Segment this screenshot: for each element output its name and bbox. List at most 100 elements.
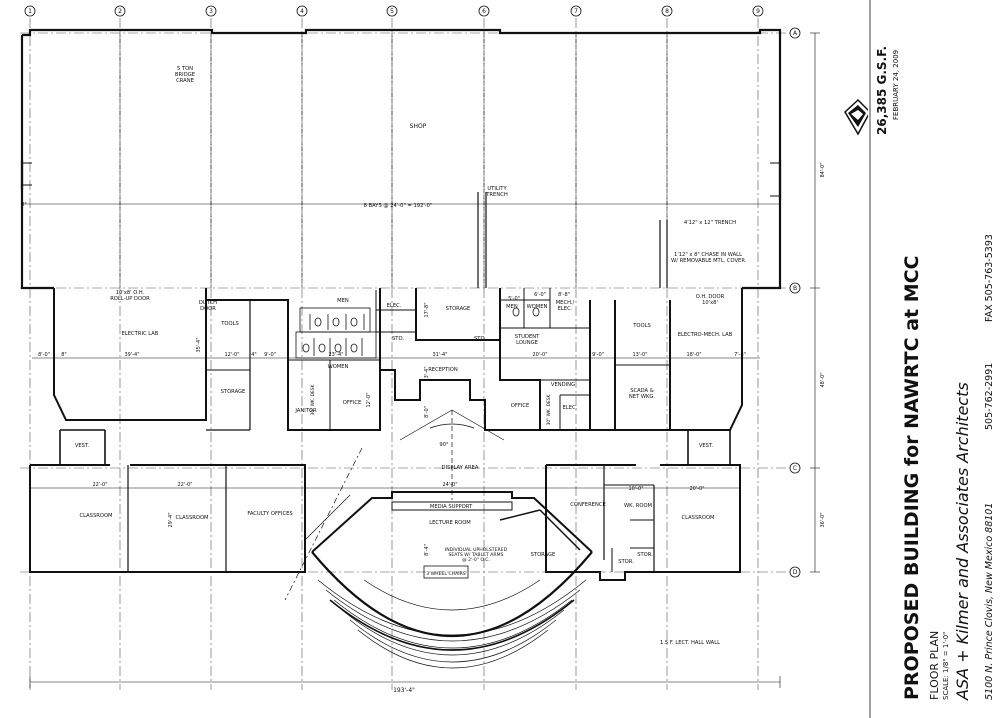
room-student-lounge: STUDENT [515, 334, 540, 340]
sheet-title: FLOOR PLAN [928, 631, 941, 700]
room-men-left: MEN [337, 298, 349, 304]
utility-trench-label: TRENCH [485, 192, 508, 198]
row-bubbles: A B C D [789, 27, 801, 578]
dim: 7'-8" [734, 352, 746, 358]
room-tools-right: TOOLS [632, 323, 651, 329]
shop-walls [20, 28, 782, 290]
room-storage-center: STORAGE [446, 306, 471, 312]
room-electro-mech-lab: ELECTRO-MECH. LAB [678, 332, 733, 338]
room-display-area: DISPLAY AREA [442, 465, 479, 471]
firm-address: 5100 N. Prince Clovis, New Mexico 88101 [984, 503, 995, 700]
room-scada: NET WKG. [629, 394, 656, 400]
grid-row-label: D [793, 569, 798, 576]
room-vest-left: VEST. [75, 443, 90, 449]
dim: 10'-0" [628, 486, 643, 492]
room-stor-2: STOR. [618, 559, 634, 565]
room-sto-left: STO. [392, 336, 404, 342]
seating-note: SEATS W/ TABLET ARMS [448, 552, 503, 558]
room-elec-left: ELEC. [387, 303, 402, 309]
firm-phone: 505-762-2991 [984, 363, 995, 430]
seating-note: @ 2'-0" O.C. [462, 557, 490, 563]
grid-col-label: 6 [482, 8, 486, 15]
dim: 31'-4" [432, 352, 447, 358]
display-area-guides [284, 409, 505, 601]
chase-note: W/ REMOVABLE MTL. COVER [671, 258, 745, 264]
room-classroom-2: CLASSROOM [175, 515, 208, 521]
grid-col-label: 1 [28, 8, 32, 15]
gsf-label: 26,385 G.S.F. [875, 46, 889, 135]
room-sto-center: STO. [474, 336, 486, 342]
firm-fax: FAX 505-763-5393 [984, 234, 995, 322]
middle-block-walls [53, 288, 743, 431]
floor-plan-drawing: 1 2 3 4 5 6 7 8 9 A B C D [20, 5, 868, 694]
dim: 5'-0" [508, 296, 520, 302]
project-title: PROPOSED BUILDING for NAWRTC at MCC [901, 256, 923, 701]
dim: 8'-0" [38, 352, 50, 358]
dim: 13'-0" [632, 352, 647, 358]
dutch-door-note: DOOR [200, 306, 216, 312]
dim: 20'-0" [532, 352, 547, 358]
dim-vertical: 8'-0" [424, 406, 430, 418]
lecture-hall-wall-note: 1.5 F. LECT. HALL WALL [660, 640, 720, 646]
room-faculty-offices: FACULTY OFFICES [247, 511, 292, 517]
dim: 22'-0" [92, 482, 107, 488]
room-lecture-room: LECTURE ROOM [429, 520, 471, 526]
bays-dimension: 8 BAYS @ 24'-0" = 192'-0" [364, 203, 433, 209]
room-storage-left: STORAGE [221, 389, 246, 395]
shop-bay-lines [22, 33, 780, 288]
wk-desk-right: 30" WK. DESK [546, 394, 552, 425]
dim: 8" [21, 202, 26, 208]
grid-row-label: A [793, 30, 798, 37]
dim: 6'-0" [534, 292, 546, 298]
dim-vertical: 48'-0" [820, 372, 826, 387]
trench-note: 4'12" x 12" TRENCH [684, 220, 736, 226]
room-scada: SCADA & [630, 388, 654, 394]
room-conference: CONFERENCE [570, 502, 606, 508]
north-arrow-icon [844, 98, 868, 136]
room-men-right: MEN [506, 304, 518, 310]
dim: 20'-0" [689, 486, 704, 492]
restroom-fixtures-left [295, 307, 540, 359]
room-media-support: MEDIA SUPPORT [430, 504, 473, 510]
date-label: FEBRUARY 24, 2009 [892, 50, 900, 120]
crane-label: BRIDGE [175, 72, 195, 78]
utility-trench-label: UTILITY [487, 186, 507, 192]
firm-name: ASA + Kilmer and Associates Architects [953, 382, 972, 701]
dim: 18'-0" [686, 352, 701, 358]
grid-col-label: 4 [300, 8, 304, 15]
dim: 23'-4" [328, 352, 343, 358]
grid-col-label: 9 [756, 8, 760, 15]
room-office-right: OFFICE [511, 403, 529, 409]
grid-col-label: 5 [390, 8, 394, 15]
wheel-chairs-note: 3 WHEEL CHAIRS [426, 571, 466, 577]
room-stor-1: STOR. [637, 552, 653, 558]
dim: 12'-0" [224, 352, 239, 358]
dim-vertical: 12'-0" [366, 392, 372, 407]
dim: 9'-0" [592, 352, 604, 358]
dim-vertical: 36'-0" [820, 512, 826, 527]
room-janitor: JANITOR [294, 408, 317, 414]
room-student-lounge: LOUNGE [516, 340, 538, 346]
dim-vertical: 17'-8" [424, 302, 430, 317]
display-angle: 90° [439, 442, 449, 448]
crane-label: 5 TON [177, 66, 193, 72]
dim: 8'-8" [558, 292, 570, 298]
dim-vertical: 13'-4" [424, 366, 430, 381]
dim: 39'-4" [124, 352, 139, 358]
room-wk-room: WK. ROOM [624, 503, 652, 509]
title-block: 26,385 G.S.F. FEBRUARY 24, 2009 PROPOSED… [869, 0, 995, 718]
dim-vertical: 29'-4" [168, 512, 174, 527]
dim-vertical: 8'-4" [424, 544, 430, 556]
room-women-right: WOMEN [527, 304, 548, 310]
grid-col-label: 2 [118, 8, 122, 15]
dim-vertical: 35'-4" [196, 337, 202, 352]
dim: 22'-0" [177, 482, 192, 488]
crane-label: CRANE [176, 78, 194, 84]
oh-door-note: 10'x8' [702, 300, 718, 306]
room-women-left: WOMEN [328, 364, 349, 370]
chase-note: 1'12" x 8" CHASE IN WALL [674, 252, 742, 258]
vestibule-walls [59, 429, 731, 465]
room-office-left: OFFICE [343, 400, 361, 406]
dim: 4" [251, 352, 256, 358]
room-reception: RECEPTION [428, 367, 458, 373]
